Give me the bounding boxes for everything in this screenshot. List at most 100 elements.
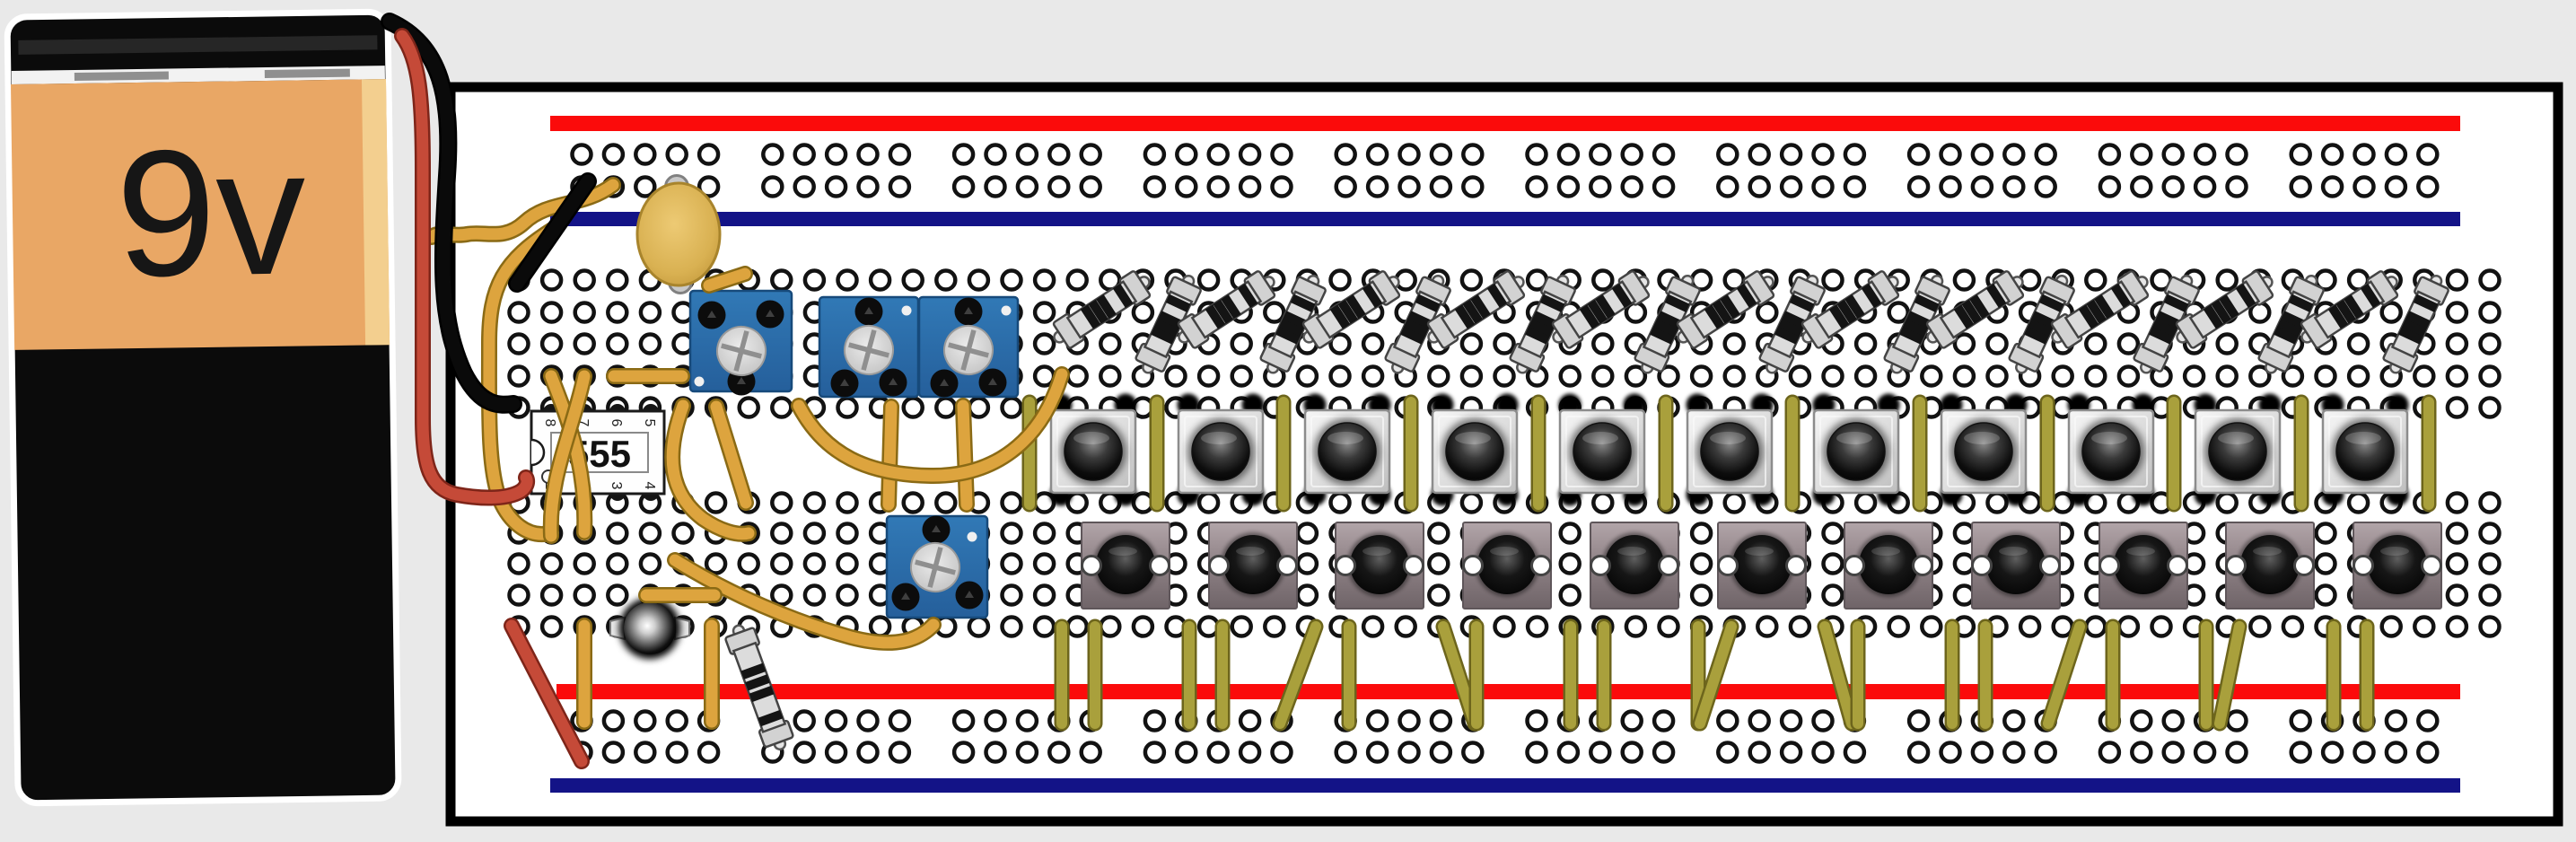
resistor[interactable] [1880,270,1953,379]
push-button-small[interactable] [2353,522,2442,610]
battery-wire-black[interactable] [382,14,521,412]
push-button-small[interactable] [2098,522,2188,610]
push-button-small[interactable] [1971,522,2061,610]
push-button-small[interactable] [1208,522,1298,610]
button-cap[interactable] [2240,535,2300,594]
resistor[interactable] [1670,267,1781,353]
resistor[interactable] [2294,267,2405,353]
button-cap[interactable] [1318,422,1377,481]
push-button-small[interactable] [1844,522,1933,610]
battery-wire-black[interactable] [510,174,595,291]
trimpot-screw[interactable] [906,538,965,597]
push-button-small[interactable] [1717,522,1807,610]
push-button-small[interactable] [1590,522,1679,610]
jumper-wire-yellow[interactable] [710,400,752,509]
jumper-wire-olive[interactable] [1275,621,1321,729]
battery-wire-red[interactable] [396,30,533,504]
jumper-wire-yellow[interactable] [957,399,973,511]
button-cap[interactable] [1986,535,2046,594]
resistor-stripe [2344,294,2364,320]
button-cap[interactable] [1096,535,1155,594]
button-cap[interactable] [2368,535,2427,594]
jumper-wire-olive[interactable] [1695,621,1737,729]
resistor[interactable] [2130,270,2203,379]
capacitor[interactable] [635,174,722,294]
trimpot[interactable] [917,295,1020,399]
resistor[interactable] [1756,270,1828,379]
push-button-large[interactable] [1558,393,1646,506]
push-button-large[interactable] [2321,393,2409,506]
battery-wire-red[interactable] [505,619,588,767]
jumper-wire-yellow[interactable] [545,370,591,542]
resistor[interactable] [1631,270,1704,379]
resistor[interactable] [1920,267,2030,353]
resistor[interactable] [1296,267,1406,353]
button-cap[interactable] [1827,422,1886,481]
button-cap[interactable] [2114,535,2173,594]
button-cap[interactable] [2335,422,2395,481]
button-cap[interactable] [1954,422,2013,481]
resistor[interactable] [1795,267,1906,353]
button-cap[interactable] [1445,422,1504,481]
resistor[interactable] [2045,267,2155,353]
button-cap[interactable] [1191,422,1250,481]
button-cap[interactable] [1223,535,1283,594]
resistor[interactable] [2255,270,2327,379]
trimpot[interactable] [688,289,793,396]
jumper-wire-olive[interactable] [2214,621,2245,729]
jumper-wire-yellow[interactable] [545,370,591,539]
jumper-wire-olive[interactable] [2043,621,2085,729]
push-button-small[interactable] [1081,522,1170,610]
resistor[interactable] [1047,267,1157,353]
button-cap[interactable] [1573,422,1632,481]
trimpot-screw[interactable] [939,320,998,380]
jumper-wire-olive[interactable] [1819,621,1857,729]
button-cap[interactable] [1732,535,1792,594]
button-cap[interactable] [1700,422,1759,481]
bead-component[interactable] [609,598,690,659]
breadboard-hole [601,741,626,764]
push-button-large[interactable] [2067,393,2155,506]
push-button-small[interactable] [1335,522,1424,610]
resistor[interactable] [723,620,796,754]
push-button-small[interactable] [1462,522,1552,610]
button-cap[interactable] [1859,535,1918,594]
resistor[interactable] [1257,270,1329,379]
jumper-wire-yellow[interactable] [882,400,898,511]
trimpot-screw[interactable] [839,320,898,380]
push-button-large[interactable] [1431,393,1519,506]
push-button-large[interactable] [1303,393,1391,506]
trimpot-screw[interactable] [712,321,771,381]
resistor[interactable] [1381,270,1454,379]
jumper-wire-yellow[interactable] [669,554,940,649]
push-button-large[interactable] [2194,393,2282,506]
button-cap[interactable] [2081,422,2141,481]
button-cap[interactable] [1477,535,1537,594]
push-button-large[interactable] [1049,393,1137,506]
resistor[interactable] [1546,267,1656,353]
push-button-large[interactable] [1177,393,1265,506]
button-cap[interactable] [1605,535,1664,594]
resistor[interactable] [2379,270,2452,379]
resistor[interactable] [1421,267,1531,353]
resistor[interactable] [2169,267,2280,353]
push-button-large[interactable] [1812,393,1900,506]
button-cap[interactable] [1350,535,1409,594]
battery-9v[interactable]: 9v [4,8,402,807]
push-button-small[interactable] [2225,522,2315,610]
resistor[interactable] [1171,267,1282,353]
jumper-wire-yellow[interactable] [703,268,751,292]
jumper-wire-yellow[interactable] [666,399,755,540]
breadboard-hole [1853,364,1878,388]
jumper-wire-yellow[interactable] [793,368,1068,482]
push-button-large[interactable] [1686,393,1774,506]
push-button-large[interactable] [1940,393,2028,506]
trimpot[interactable] [885,514,989,619]
trimpot[interactable] [818,295,920,399]
resistor[interactable] [2005,270,2078,379]
resistor[interactable] [1132,270,1205,379]
button-cap[interactable] [1064,422,1123,481]
button-cap[interactable] [2208,422,2267,481]
resistor[interactable] [1506,270,1579,379]
